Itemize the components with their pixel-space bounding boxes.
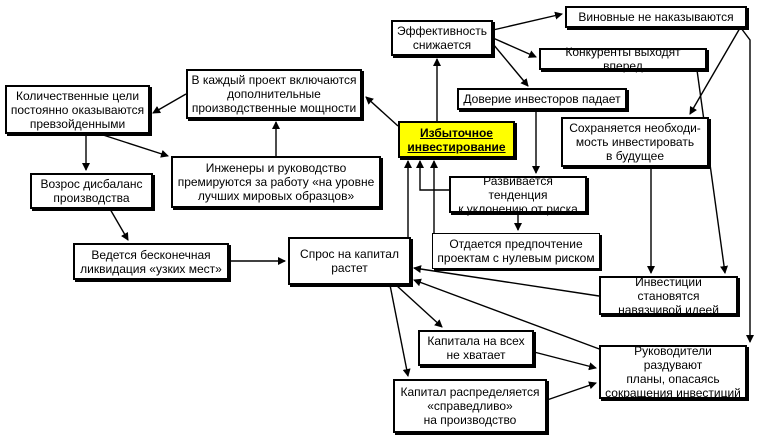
node-overinvestment: Избыточное инвестирование <box>398 121 515 158</box>
arrow-obsession-to-demand <box>413 265 600 297</box>
arrow-imbalance-to-bottlenecks <box>109 208 129 241</box>
arrow-not-punished-to-managers <box>740 27 754 343</box>
node-obsession: Инвестиции становятся навязчивой идеей <box>599 275 738 317</box>
arrow-demand-to-fair-alloc <box>389 284 411 377</box>
arrow-shortage-to-managers <box>533 351 597 371</box>
node-imbalance: Возрос дисбаланс производства <box>30 173 153 209</box>
arrow-risk-to-overinvest <box>416 160 449 191</box>
arrow-competitors-to-obsession <box>696 69 729 274</box>
node-engineers: Инженеры и руководство премируются за ра… <box>171 156 381 208</box>
node-managers: Руководители раздувают планы, опасаясь с… <box>599 344 747 400</box>
node-risk-averse: Развивается тенденция к уклонению от рис… <box>449 174 587 216</box>
arrow-not-punished-to-need-invest <box>689 27 741 115</box>
node-capital-shortage: Капитала на всех не хватает <box>418 330 534 366</box>
arrow-overinvest-to-each-project <box>365 96 399 127</box>
node-not-punished: Виновные не наказываются <box>565 6 747 28</box>
node-bottlenecks: Ведется бесконечная ликвидация «узких ме… <box>73 243 229 280</box>
node-quant-goals: Количественные цели постоянно оказываютс… <box>5 85 150 134</box>
arrow-effectiveness-to-investor-trust <box>492 43 529 87</box>
node-zero-risk: Отдается предпочтение проектам с нулевым… <box>432 233 600 269</box>
arrow-quant-goals-to-engineers <box>99 133 169 158</box>
node-effectiveness: Эффективность снижается <box>391 20 493 56</box>
arrow-managers-to-demand <box>413 278 603 351</box>
node-fair-allocation: Капитал распределяется «справедливо» на … <box>393 379 547 433</box>
node-investor-trust: Доверие инвесторов падает <box>457 88 627 110</box>
node-need-invest: Сохраняется необходи- мость инвестироват… <box>561 117 709 167</box>
arrow-fair-alloc-to-managers <box>546 381 597 401</box>
node-each-project: В каждый проект включаются дополнительны… <box>186 69 362 119</box>
arrow-each-project-to-quant-goals <box>152 93 187 114</box>
arrow-effectiveness-to-competitors <box>492 37 537 58</box>
node-capital-demand: Спрос на капитал растет <box>288 237 411 285</box>
arrow-demand-to-shortage <box>395 284 443 328</box>
node-competitors: Конкуренты выходят вперед <box>539 45 707 73</box>
arrow-effectiveness-to-not-punished <box>492 11 563 31</box>
